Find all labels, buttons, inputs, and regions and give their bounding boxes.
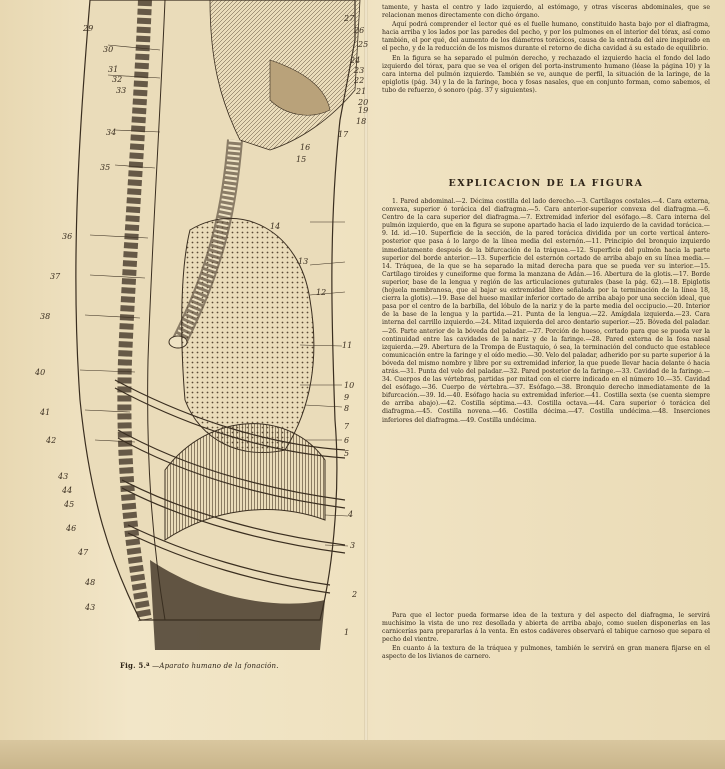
figure-label-34: 34 [106, 128, 116, 137]
figure-label-32: 32 [112, 75, 122, 84]
figure-label-5: 5 [344, 449, 349, 458]
section-heading: EXPLICACION DE LA FIGURA [382, 178, 710, 189]
figure-label-7: 7 [344, 422, 349, 431]
anatomical-illustration [70, 0, 370, 650]
figure-label-36: 36 [62, 232, 72, 241]
figure-label-44: 44 [62, 486, 72, 495]
figure-caption-title: —Aparato humano de la fonación. [152, 662, 279, 670]
figure-label-8: 8 [344, 404, 349, 413]
figure-label-9: 9 [344, 393, 349, 402]
figure-label-11: 11 [342, 341, 352, 350]
figure-label-26: 26 [354, 26, 364, 35]
figure-label-25: 25 [358, 40, 368, 49]
figure-label-43b: 43 [85, 603, 95, 612]
figure-label-48: 48 [85, 578, 95, 587]
figure-label-23: 23 [354, 66, 364, 75]
figure-label-47: 47 [78, 548, 88, 557]
figure-label-24: 24 [350, 56, 360, 65]
figure-caption-prefix: Fig. 5.ª [120, 661, 150, 670]
figure-label-14: 14 [270, 222, 280, 231]
figure-label-30: 30 [103, 45, 113, 54]
intro-paragraph-2: En la figura se ha separado el pulmón de… [382, 55, 710, 95]
intro-top-paragraph: tamente, y hasta el centro y lado izquie… [382, 4, 710, 20]
explanation-paragraph: 1. Pared abdominal.—2. Décima costilla d… [382, 198, 710, 425]
figure-label-27: 27 [344, 14, 354, 23]
figure-caption: Fig. 5.ª —Aparato humano de la fonación. [120, 661, 340, 670]
figure-label-40: 40 [35, 368, 45, 377]
figure-label-45: 45 [64, 500, 74, 509]
figure-label-10: 10 [344, 381, 354, 390]
figure-label-21: 21 [356, 87, 366, 96]
figure-label-35: 35 [100, 163, 110, 172]
figure-label-37: 37 [50, 272, 60, 281]
figure-label-18: 18 [356, 117, 366, 126]
figure-label-41: 41 [40, 408, 50, 417]
figure-label-4: 4 [348, 510, 353, 519]
closing-paragraph-2: En cuanto á la textura de la tráquea y p… [382, 645, 710, 661]
figure-label-1: 1 [344, 628, 349, 637]
closing-paragraph-1: Para que el lector pueda formarse idea d… [382, 612, 710, 644]
figure-label-6: 6 [344, 436, 349, 445]
page-bottom-edge [0, 740, 725, 769]
intro-text: tamente, y hasta el centro y lado izquie… [382, 4, 710, 96]
explanation-text: 1. Pared abdominal.—2. Décima costilla d… [382, 198, 710, 426]
figure-label-12: 12 [316, 288, 326, 297]
figure-label-33: 33 [116, 86, 126, 95]
figure-label-16: 16 [300, 143, 310, 152]
figure-label-13: 13 [298, 257, 308, 266]
closing-text: Para que el lector pueda formarse idea d… [382, 612, 710, 663]
figure-label-3: 3 [350, 541, 355, 550]
figure-label-17: 17 [338, 130, 348, 139]
intro-paragraph-1: Aquí podrá comprender el lector qué es e… [382, 21, 710, 53]
figure-label-43: 43 [58, 472, 68, 481]
figure-label-19: 19 [358, 106, 368, 115]
figure-label-2: 2 [352, 590, 357, 599]
figure-label-15: 15 [296, 155, 306, 164]
figure-label-31: 31 [108, 65, 118, 74]
figure-label-29: 29 [83, 24, 93, 33]
figure-label-38: 38 [40, 312, 50, 321]
figure-label-42: 42 [46, 436, 56, 445]
figure-label-22: 22 [354, 76, 364, 85]
figure-label-46: 46 [66, 524, 76, 533]
